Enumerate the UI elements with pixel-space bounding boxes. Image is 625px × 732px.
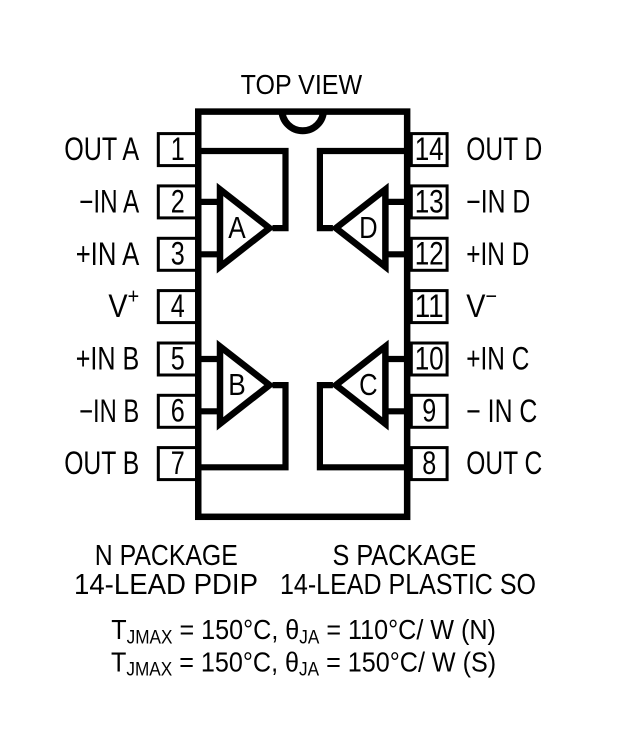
svg-text:− IN C: − IN C: [466, 393, 537, 429]
svg-text:1: 1: [171, 131, 185, 167]
svg-text:S PACKAGE: S PACKAGE: [333, 540, 477, 572]
svg-text:10: 10: [415, 340, 444, 376]
svg-text:OUT B: OUT B: [64, 445, 139, 481]
svg-text:4: 4: [171, 288, 185, 324]
svg-text:−IN B: −IN B: [79, 393, 139, 429]
svg-text:14-LEAD PLASTIC SO: 14-LEAD PLASTIC SO: [280, 569, 536, 601]
svg-text:6: 6: [171, 393, 185, 429]
svg-text:N PACKAGE: N PACKAGE: [95, 540, 238, 572]
svg-text:2: 2: [171, 183, 185, 219]
svg-text:3: 3: [171, 236, 185, 272]
svg-text:OUT A: OUT A: [64, 131, 140, 167]
svg-text:11: 11: [415, 288, 444, 324]
svg-text:TJMAX = 150°C, θJA = 150°C/ W: TJMAX = 150°C, θJA = 150°C/ W (S): [111, 646, 496, 680]
svg-text:9: 9: [422, 393, 436, 429]
svg-text:OUT C: OUT C: [466, 445, 542, 481]
svg-text:+IN B: +IN B: [76, 341, 140, 377]
svg-text:OUT D: OUT D: [466, 131, 542, 167]
svg-text:C: C: [359, 367, 378, 402]
svg-text:12: 12: [415, 236, 444, 272]
svg-text:A: A: [228, 210, 246, 245]
svg-text:7: 7: [171, 445, 185, 481]
svg-text:B: B: [228, 367, 246, 402]
svg-text:14: 14: [415, 131, 444, 167]
svg-text:13: 13: [415, 183, 444, 219]
svg-text:+IN C: +IN C: [466, 341, 529, 377]
svg-text:+IN D: +IN D: [466, 236, 529, 272]
svg-text:TOP VIEW: TOP VIEW: [241, 69, 363, 100]
svg-text:−IN D: −IN D: [466, 184, 530, 220]
svg-text:−IN A: −IN A: [79, 184, 139, 220]
svg-text:8: 8: [422, 445, 436, 481]
svg-text:D: D: [359, 210, 378, 245]
svg-text:+IN A: +IN A: [76, 236, 140, 272]
svg-text:5: 5: [171, 340, 185, 376]
svg-text:14-LEAD PDIP: 14-LEAD PDIP: [74, 569, 258, 601]
